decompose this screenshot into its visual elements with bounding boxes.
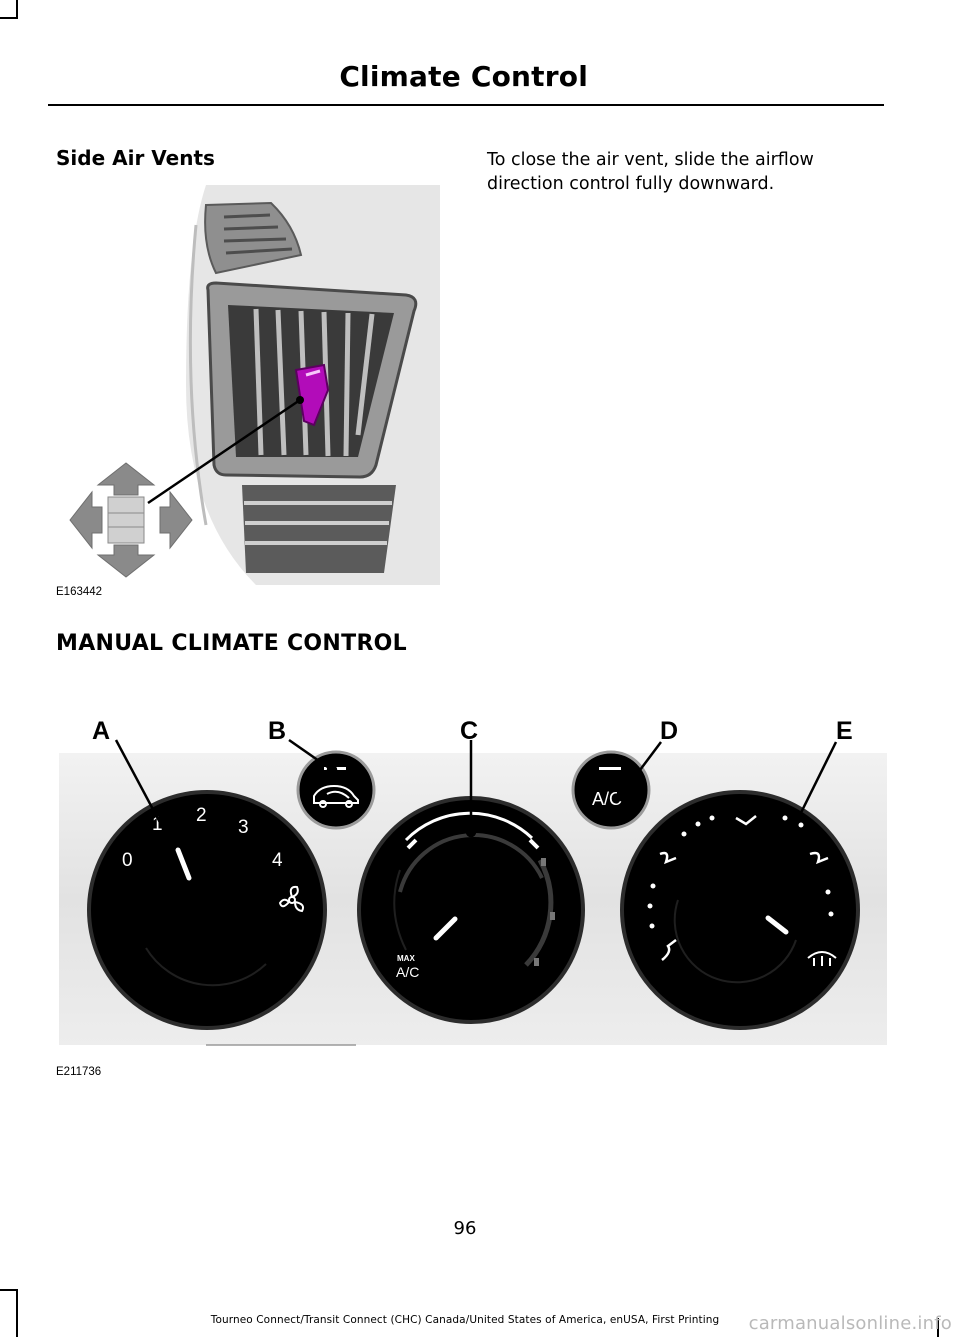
section-heading-manual-climate-control: MANUAL CLIMATE CONTROL <box>56 631 408 656</box>
crop-mark <box>937 1318 939 1337</box>
crop-mark <box>16 0 18 18</box>
fan-icon <box>278 885 305 913</box>
figure-id-label: E211736 <box>56 1066 101 1078</box>
fan-speed-label: 2 <box>196 805 207 826</box>
max-ac-label: A/C <box>396 964 419 980</box>
callout-label-b: B <box>268 717 286 745</box>
title-divider <box>48 104 884 106</box>
crop-mark <box>0 17 18 19</box>
callout-label-e: E <box>836 717 853 745</box>
figure-id-label: E163442 <box>56 586 102 598</box>
recirculation-icon <box>313 784 359 808</box>
fan-speed-label: 4 <box>272 850 283 871</box>
crop-mark <box>0 1289 18 1291</box>
callout-label-a: A <box>92 717 110 745</box>
side-vents-instructions: To close the air vent, slide the airflow… <box>487 150 814 194</box>
side-air-vent-illustration: E163442 <box>56 185 440 599</box>
callout-label-d: D <box>660 717 678 745</box>
max-label: MAX <box>397 954 415 963</box>
fan-speed-label: 1 <box>152 814 163 835</box>
watermark: carmanualsonline.info <box>748 1313 952 1334</box>
page-title: Climate Control <box>339 60 588 93</box>
airflow-mode-icon <box>659 815 829 961</box>
callout-label-c: C <box>460 717 478 745</box>
section-heading-side-air-vents: Side Air Vents <box>56 146 215 170</box>
crop-mark <box>16 1290 18 1337</box>
footer-publication-info: Tourneo Connect/Transit Connect (CHC) Ca… <box>210 1314 720 1326</box>
defrost-icon <box>807 951 837 966</box>
fan-speed-label: 0 <box>122 850 133 871</box>
ac-button-label: A/C <box>592 789 622 809</box>
manual-climate-control-illustration: 0 1 2 3 4 MAX A/C A/C <box>56 717 887 1078</box>
fan-speed-label: 3 <box>238 817 249 838</box>
page-number: 96 <box>453 1218 477 1239</box>
